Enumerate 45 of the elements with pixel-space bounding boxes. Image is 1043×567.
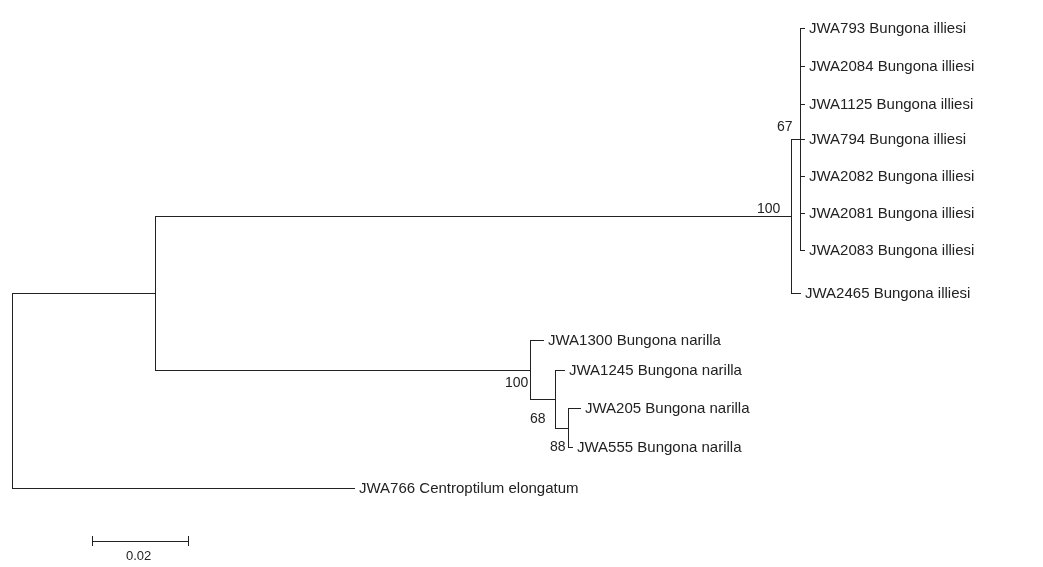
taxon-label: JWA794 Bungona illiesi — [805, 130, 967, 148]
taxon-label: JWA2083 Bungona illiesi — [805, 241, 975, 259]
bootstrap-value: 100 — [505, 374, 529, 390]
bootstrap-value: 100 — [757, 200, 781, 216]
taxon-label: JWA1125 Bungona illiesi — [805, 95, 974, 113]
branch-line — [530, 340, 545, 341]
bootstrap-value: 67 — [777, 118, 793, 134]
branch-line — [800, 213, 806, 214]
taxon-label: JWA2082 Bungona illiesi — [805, 167, 975, 185]
branch-line — [791, 139, 801, 140]
clade-line — [12, 293, 13, 489]
branch-line — [800, 66, 806, 67]
clade-line — [568, 408, 569, 448]
branch-line — [12, 293, 156, 294]
branch-line — [155, 216, 792, 217]
branch-line — [12, 488, 356, 489]
clade-line — [155, 216, 156, 371]
taxon-label: JWA2081 Bungona illiesi — [805, 204, 975, 222]
clade-line — [555, 370, 556, 429]
clade-line — [791, 139, 792, 294]
branch-line — [530, 399, 556, 400]
taxon-label: JWA205 Bungona narilla — [581, 399, 750, 417]
taxon-label: JWA2465 Bungona illiesi — [801, 284, 971, 302]
scale-value: 0.02 — [126, 548, 152, 563]
branch-line — [155, 370, 531, 371]
branch-line — [568, 447, 574, 448]
taxon-label: JWA2084 Bungona illiesi — [805, 57, 975, 75]
bootstrap-value: 68 — [530, 410, 546, 426]
clade-line — [530, 340, 531, 400]
branch-line — [800, 28, 806, 29]
clade-line — [800, 28, 801, 251]
taxon-label: JWA555 Bungona narilla — [573, 438, 742, 456]
taxon-label: JWA766 Centroptilum elongatum — [355, 479, 579, 497]
branch-line — [800, 104, 806, 105]
branch-line — [555, 370, 566, 371]
branch-line — [568, 408, 582, 409]
branch-line — [791, 293, 802, 294]
branch-line — [800, 139, 806, 140]
branch-line — [555, 428, 569, 429]
taxon-label: JWA1245 Bungona narilla — [565, 361, 742, 379]
branch-line — [800, 250, 806, 251]
taxon-label: JWA793 Bungona illiesi — [805, 19, 967, 37]
branch-line — [800, 176, 806, 177]
bootstrap-value: 88 — [550, 438, 566, 454]
taxon-label: JWA1300 Bungona narilla — [544, 331, 721, 349]
